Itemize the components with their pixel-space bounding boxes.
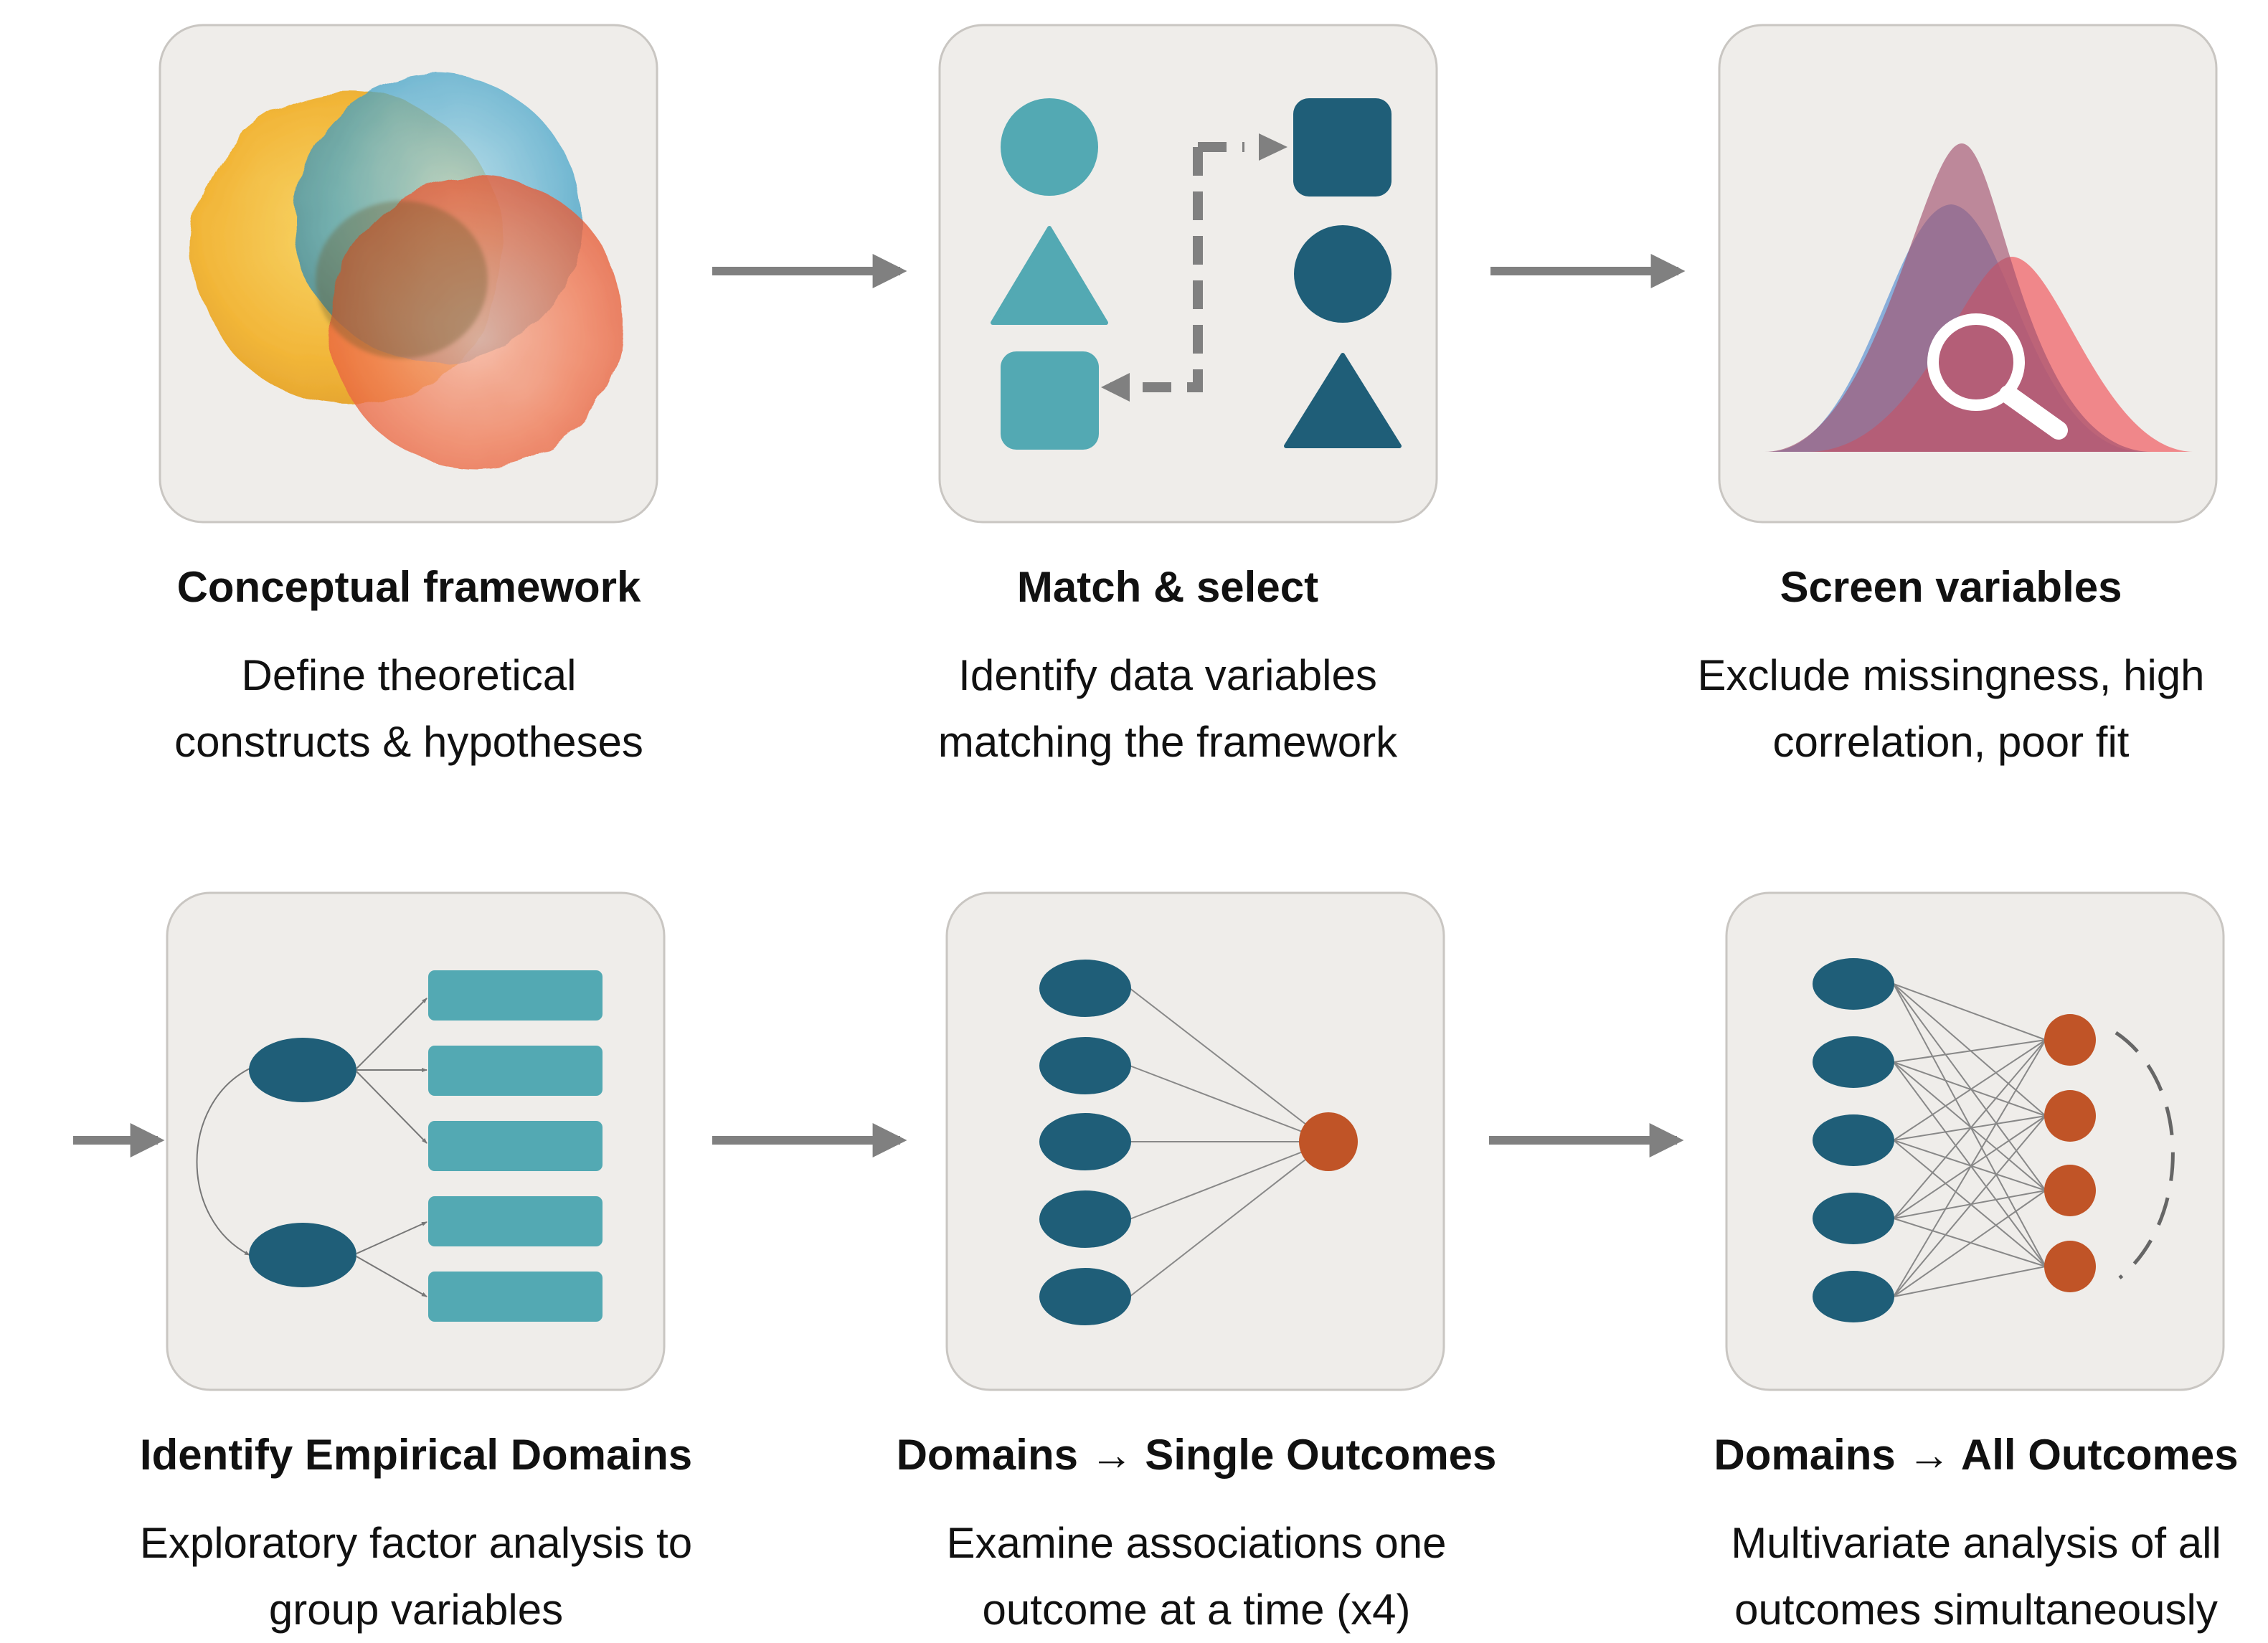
association-link	[1893, 1266, 2046, 1297]
association-link	[1893, 1039, 2046, 1297]
step-4-title: Identify Empirical Domains	[139, 1431, 693, 1479]
panel-all-outcomes	[1725, 891, 2225, 1391]
association-link	[1893, 1039, 2046, 1141]
association-link	[1893, 1061, 2046, 1267]
association-link	[1893, 1039, 2046, 1219]
distribution-magnifier-icon	[1764, 143, 2195, 452]
association-link	[1893, 1115, 2046, 1297]
factor-analysis-icon	[196, 970, 603, 1322]
association-link	[1893, 1039, 2046, 1063]
association-link	[1893, 1061, 2046, 1191]
shapes-match-icon	[991, 98, 1402, 450]
single-outcome-icon	[1039, 960, 1358, 1325]
step-6-title: Domains → All Outcomes	[1714, 1431, 2239, 1479]
step-1-title: Conceptual framework	[176, 563, 641, 611]
step-2-description: Identify data variables matching the fra…	[937, 651, 1398, 766]
step-5-title: Domains → Single Outcomes	[896, 1431, 1497, 1479]
step-2-title: Match & select	[1016, 563, 1319, 611]
all-outcomes-icon	[1813, 958, 2175, 1322]
association-link	[1893, 1190, 2046, 1219]
step-4-description: Exploratory factor analysis to group var…	[139, 1519, 693, 1634]
association-link	[1893, 1218, 2046, 1267]
step-6-description: Multivariate analysis of all outcomes si…	[1731, 1519, 2221, 1634]
step-1-description: Define theoretical constructs & hypothes…	[174, 651, 643, 766]
step-3-description: Exclude missingness, high correlation, p…	[1697, 651, 2205, 766]
step-3-title: Screen variables	[1780, 563, 2122, 611]
association-link	[1893, 983, 2046, 1191]
association-link	[1893, 1190, 2046, 1297]
association-link	[1893, 1061, 2046, 1117]
association-link	[1893, 983, 2046, 1267]
association-link	[1893, 1140, 2046, 1267]
step-5-description: Examine associations one outcome at a ti…	[946, 1519, 1447, 1634]
association-link	[1893, 983, 2046, 1117]
association-link	[1893, 1140, 2046, 1191]
association-link	[1893, 983, 2046, 1041]
